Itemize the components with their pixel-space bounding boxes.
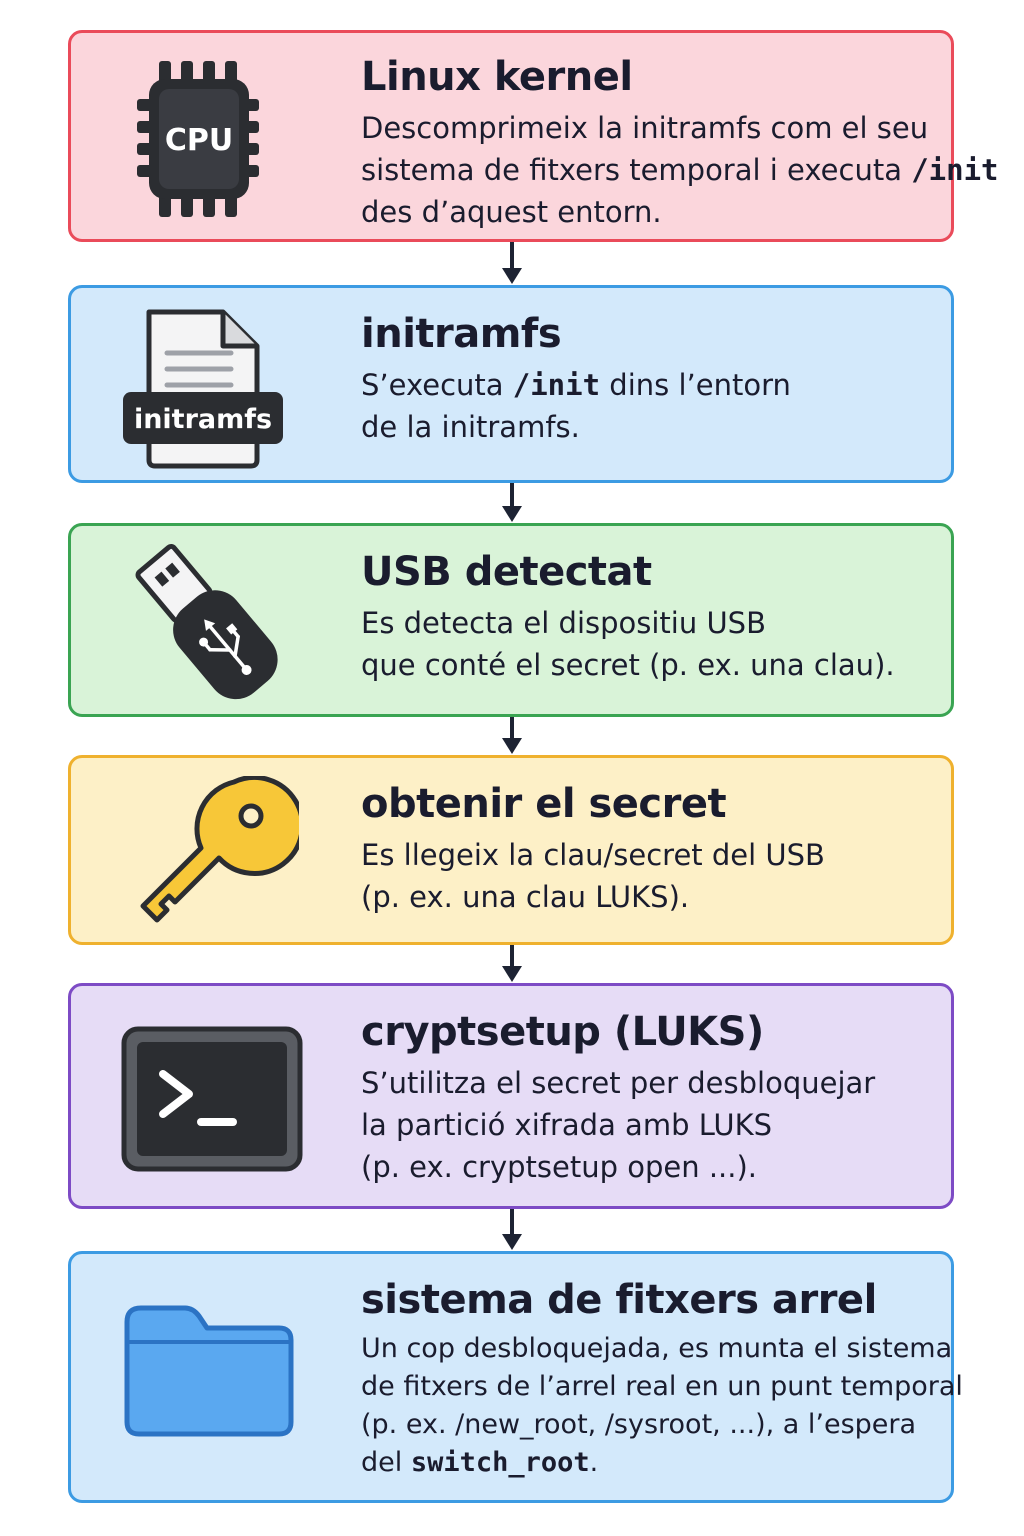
flow-arrow [502,945,522,982]
flow-arrow [502,717,522,754]
step-title: sistema de fitxers arrel [361,1277,877,1323]
step-description: Es detecta el dispositiu USB que conté e… [361,606,895,682]
flow-arrow [502,1209,522,1250]
step-description: Descomprimeix la initramfs com el seu si… [361,111,999,229]
step-sistema-arrel: sistema de fitxers arrel Un cop desbloqu… [68,1251,963,1503]
document-icon: initramfs [119,308,289,474]
step-initramfs: initramfs initramfs S’executa /init dins… [68,285,954,483]
step-description: S’utilitza el secret per desbloquejar la… [361,1066,876,1184]
step-title: obtenir el secret [361,781,727,827]
flow-arrow [502,483,522,522]
usb-drive-icon [123,542,293,710]
step-description: S’executa /init dins l’entorn de la init… [361,368,791,444]
step-obtenir-secret: obtenir el secret Es llegeix la clau/sec… [68,755,954,945]
folder-icon [119,1302,297,1446]
step-linux-kernel: CPU Linux kernel Descomprimeix la initra… [68,30,999,242]
terminal-icon [121,1026,303,1176]
step-title: cryptsetup (LUKS) [361,1009,764,1055]
step-cryptsetup: cryptsetup (LUKS) S’utilitza el secret p… [68,983,954,1209]
step-title: USB detectat [361,549,652,595]
step-description: Un cop desbloquejada, es munta el sistem… [361,1333,963,1478]
cpu-icon: CPU [119,59,279,223]
step-title: Linux kernel [361,54,633,100]
flow-arrow [502,242,522,284]
step-usb-detectat: USB detectat Es detecta el dispositiu US… [68,523,954,717]
step-description: Es llegeix la clau/secret del USB (p. ex… [361,838,825,914]
document-icon-label: initramfs [134,404,272,435]
step-title: initramfs [361,311,562,357]
cpu-icon-label: CPU [165,123,233,158]
key-icon [139,775,305,930]
